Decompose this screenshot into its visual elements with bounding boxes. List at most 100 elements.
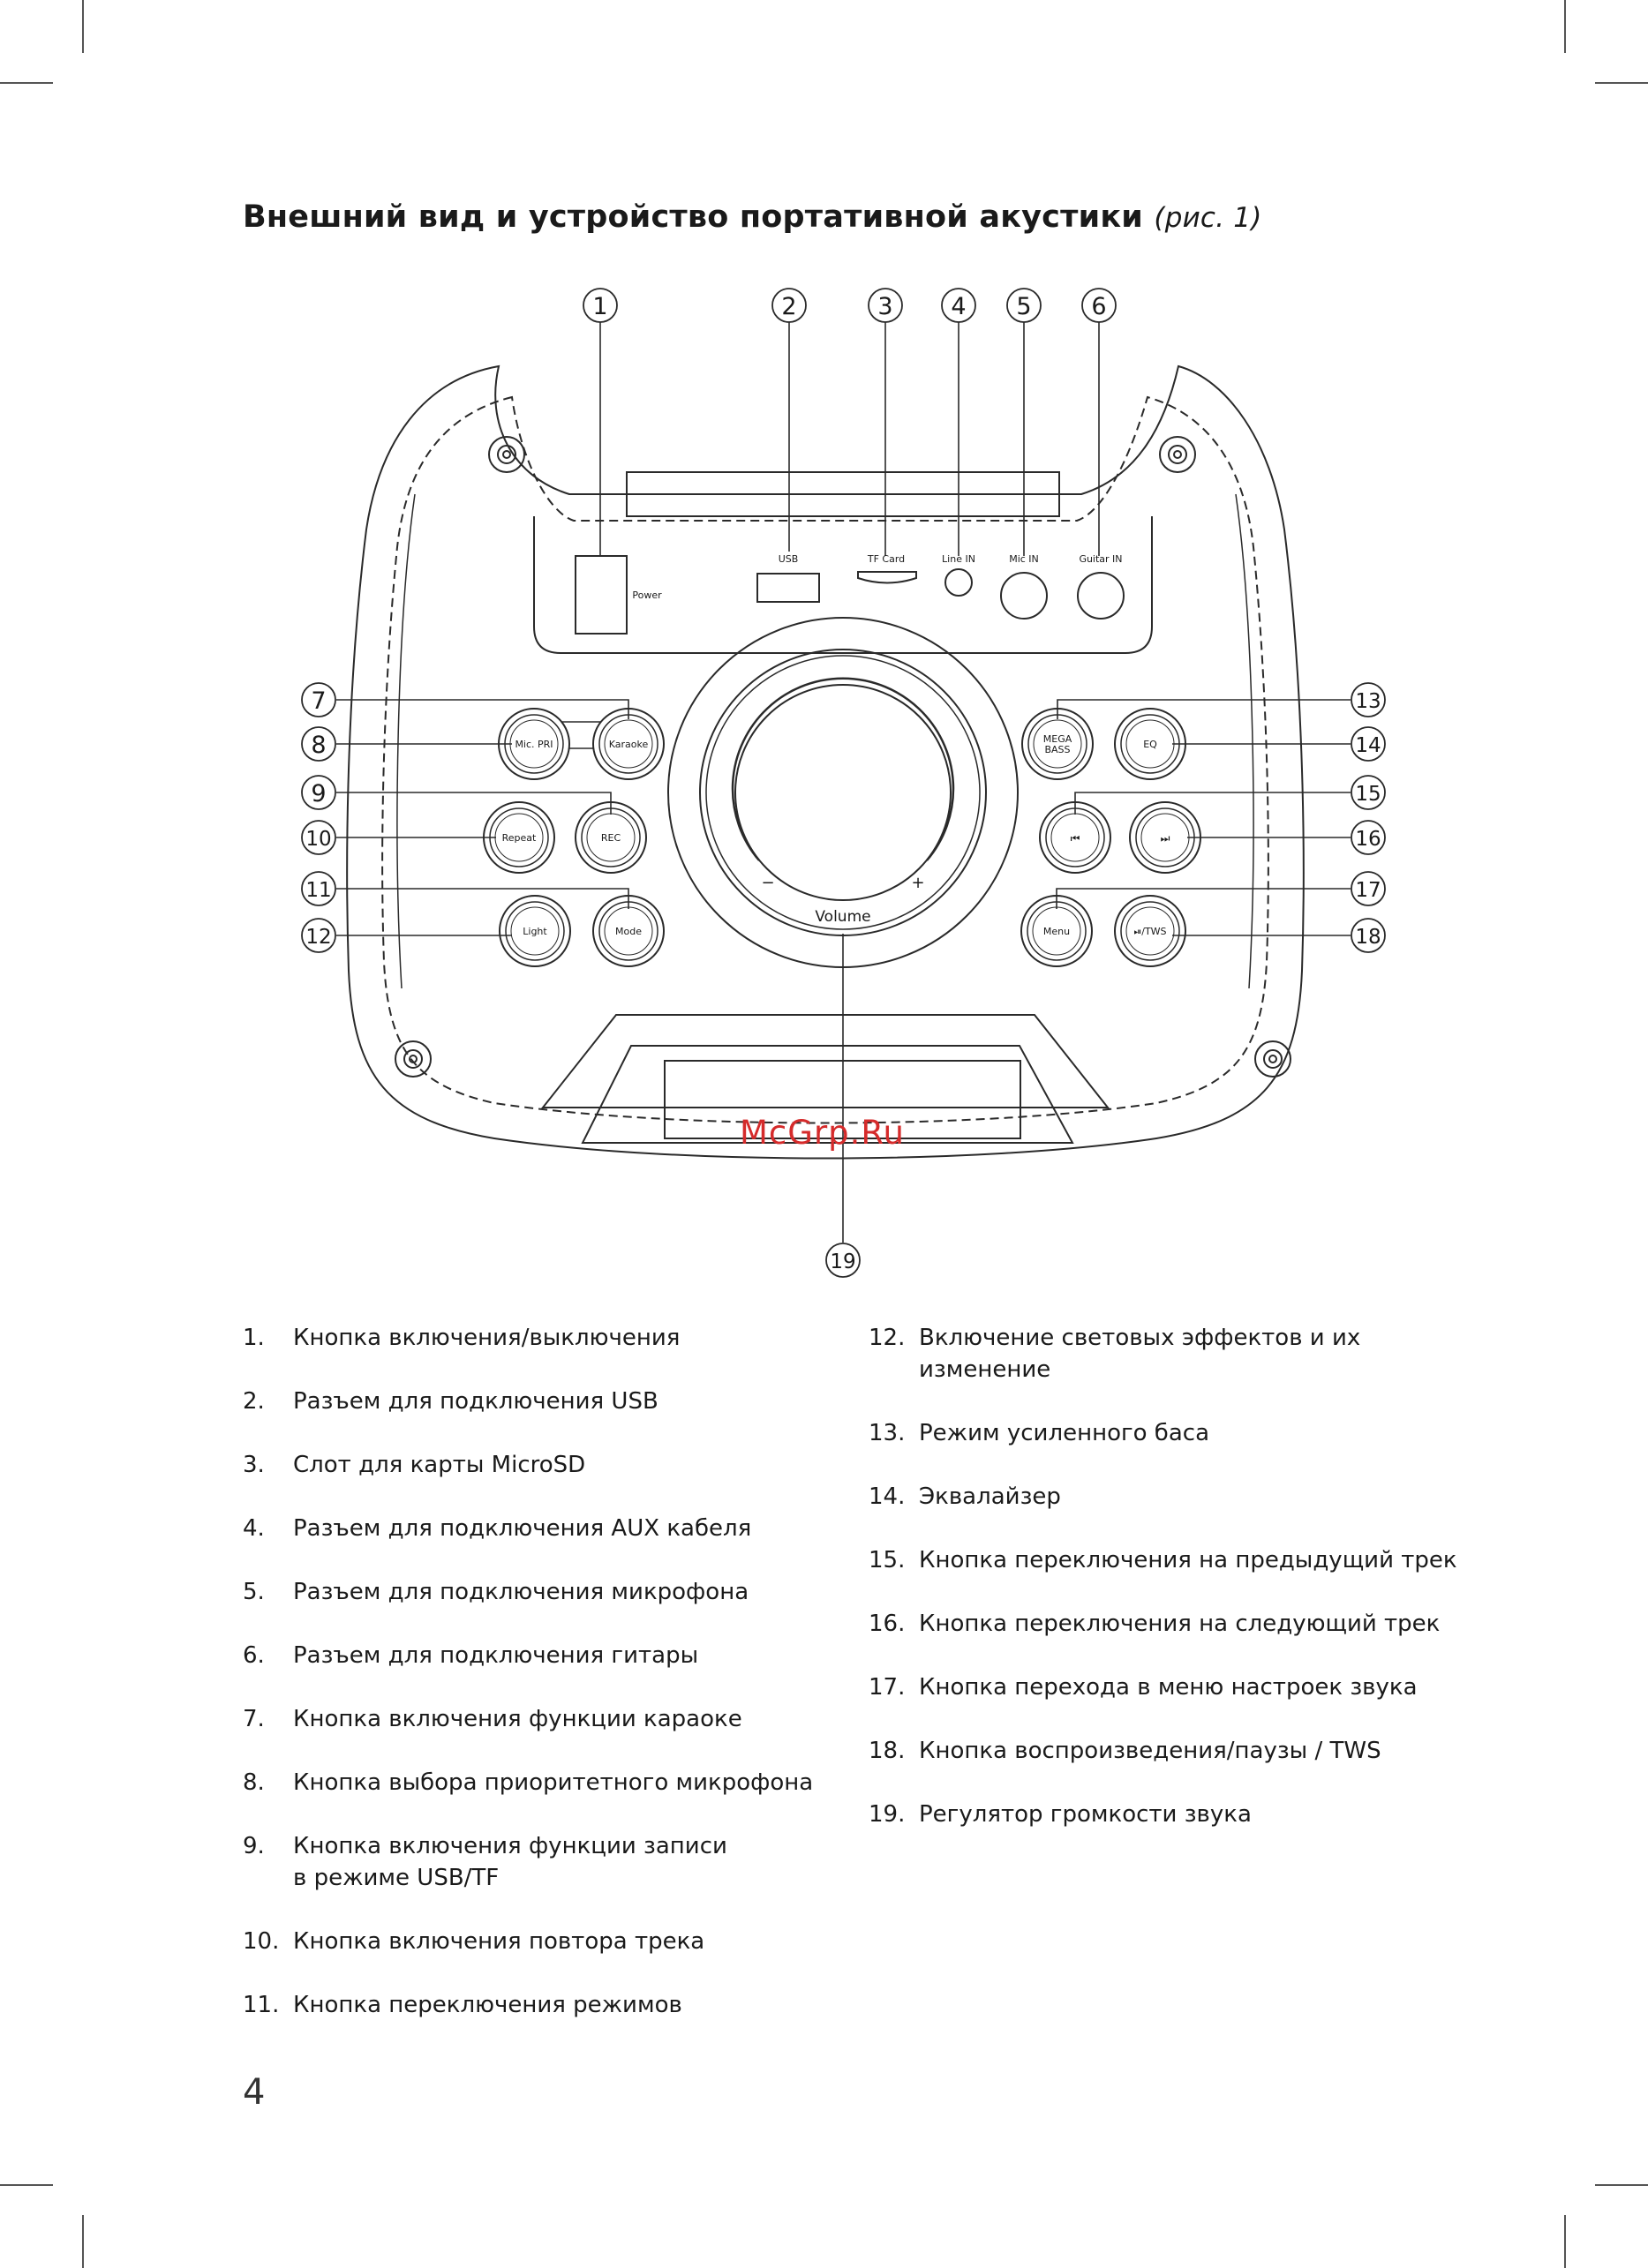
legend-item-number: 12. [869,1325,906,1351]
callout-number: 12 [305,926,331,949]
guitar-in-label: Guitar IN [1079,553,1122,565]
legend-item: 15.Кнопка переключения на предыдущий тре… [869,1544,1504,1576]
line-in-jack [944,568,973,597]
legend-item-number: 8. [243,1769,265,1796]
callout-17 [1351,871,1386,906]
legend-item-number: 14. [869,1483,906,1510]
callout-2 [771,288,807,323]
button-pair-left-bottom [499,895,665,967]
legend-item: 19. Регулятор громкости звука [869,1799,1504,1830]
button-pair-right-top [1021,708,1186,780]
callout-10 [301,820,336,855]
legend-item-text: Кнопка воспроизведения/паузы / TWS [919,1738,1381,1764]
screw [1254,1040,1291,1078]
callout-9 [301,775,336,810]
callout-number: 10 [305,828,331,851]
mode-button-label: Mode [615,926,642,937]
volume-label: Volume [815,908,870,926]
callout-number: 19 [830,1250,855,1273]
crop-mark [1595,2184,1648,2186]
page-title: Внешний вид и устройство портативной аку… [243,199,1262,235]
mic-in-jack [1000,572,1048,620]
tf-card-slot [857,571,917,584]
legend-item-number: 5. [243,1579,265,1605]
callout-number: 17 [1355,879,1381,902]
legend-list-left: 1. Кнопка включения/выключения 2.Разъем дл… [243,1322,878,2053]
legend-item-text: Разъем для подключения AUX кабеля [293,1515,752,1542]
callout-number: 15 [1355,783,1381,806]
callout-number: 9 [311,780,326,807]
button-pair-left-top [498,708,665,780]
callout-15 [1351,775,1386,810]
legend-item-number: 10. [243,1928,280,1955]
legend-item-text: Разъем для подключения USB [293,1388,658,1415]
crop-mark [0,2184,53,2186]
legend-item: 7.Кнопка включения функции караоке [243,1703,878,1735]
legend-item: 16.Кнопка переключения на следующий трек [869,1608,1504,1640]
callout-number: 2 [781,293,796,320]
callout-14 [1351,726,1386,762]
tf-card-label: TF Card [867,553,905,565]
legend-item: 2.Разъем для подключения USB [243,1386,878,1417]
legend-item-number: 16. [869,1611,906,1637]
callout-number: 13 [1355,690,1381,713]
callout-8 [301,726,336,762]
light-button-label: Light [523,926,547,937]
legend-item-text: Кнопка выбора приоритетного микрофона [293,1769,814,1796]
callout-16 [1351,820,1386,855]
screw [395,1040,432,1078]
mic-pri-button-label: Mic. PRI [515,739,553,750]
legend-item: 13.Режим усиленного баса [869,1417,1504,1449]
button-pair-right-mid [1039,801,1201,874]
legend-item-number: 1. [243,1325,265,1351]
volume-minus: − [761,874,774,892]
legend-item-number: 17. [869,1674,906,1701]
legend-item-number: 19. [869,1801,906,1828]
callout-1 [583,288,618,323]
legend-item: 14.Эквалайзер [869,1481,1504,1513]
callout-number: 1 [592,293,607,320]
callout-number: 4 [951,293,966,320]
callout-11 [301,871,336,906]
legend-item-number: 6. [243,1642,265,1669]
speaker-diagram: 1 2 3 4 5 6 7 8 9 10 11 12 13 14 15 16 1… [301,288,1386,1278]
legend-item-text: Кнопка включения/выключения [293,1325,681,1351]
callout-4 [941,288,976,323]
menu-button-label: Menu [1043,926,1070,937]
callout-number: 7 [311,687,326,715]
speaker-body-outline [346,364,1305,1160]
legend-item-text: Кнопка переключения режимов [293,1992,682,2018]
callout-3 [868,288,903,323]
volume-scale-arc [731,677,955,861]
figure-ref: (рис. 1) [1154,202,1262,234]
legend-item-number: 13. [869,1420,906,1446]
next-track-icon: ⏭ [1161,832,1170,845]
legend-item: 3.Слот для карты MicroSD [243,1449,878,1481]
legend-item-text: Кнопка включения повтора трека [293,1928,705,1955]
crop-mark [0,82,53,84]
crop-mark [1595,82,1648,84]
screw [1159,436,1196,473]
legend-item-text: Кнопка включения функции записи [293,1833,727,1859]
legend-item-number: 7. [243,1706,265,1732]
legend-item-text: Регулятор громкости звука [919,1801,1252,1828]
callout-12 [301,918,336,953]
page-number: 4 [243,2072,266,2113]
callout-19 [825,1243,861,1278]
legend-item-text: Разъем для подключения гитары [293,1642,699,1669]
crop-mark [1564,2215,1566,2268]
rear-panel [533,516,1153,654]
handle-recess [626,471,1060,517]
watermark: McGrp.Ru [740,1114,905,1152]
legend-item: 1. Кнопка включения/выключения [243,1322,878,1354]
legend-item-number: 3. [243,1452,265,1478]
crop-mark [82,2215,84,2268]
callout-18 [1351,918,1386,953]
guitar-in-jack [1077,572,1125,620]
callout-number: 11 [305,879,331,902]
legend-item-number: 4. [243,1515,265,1542]
legend-item-text: Кнопка перехода в меню настроек звука [919,1674,1418,1701]
